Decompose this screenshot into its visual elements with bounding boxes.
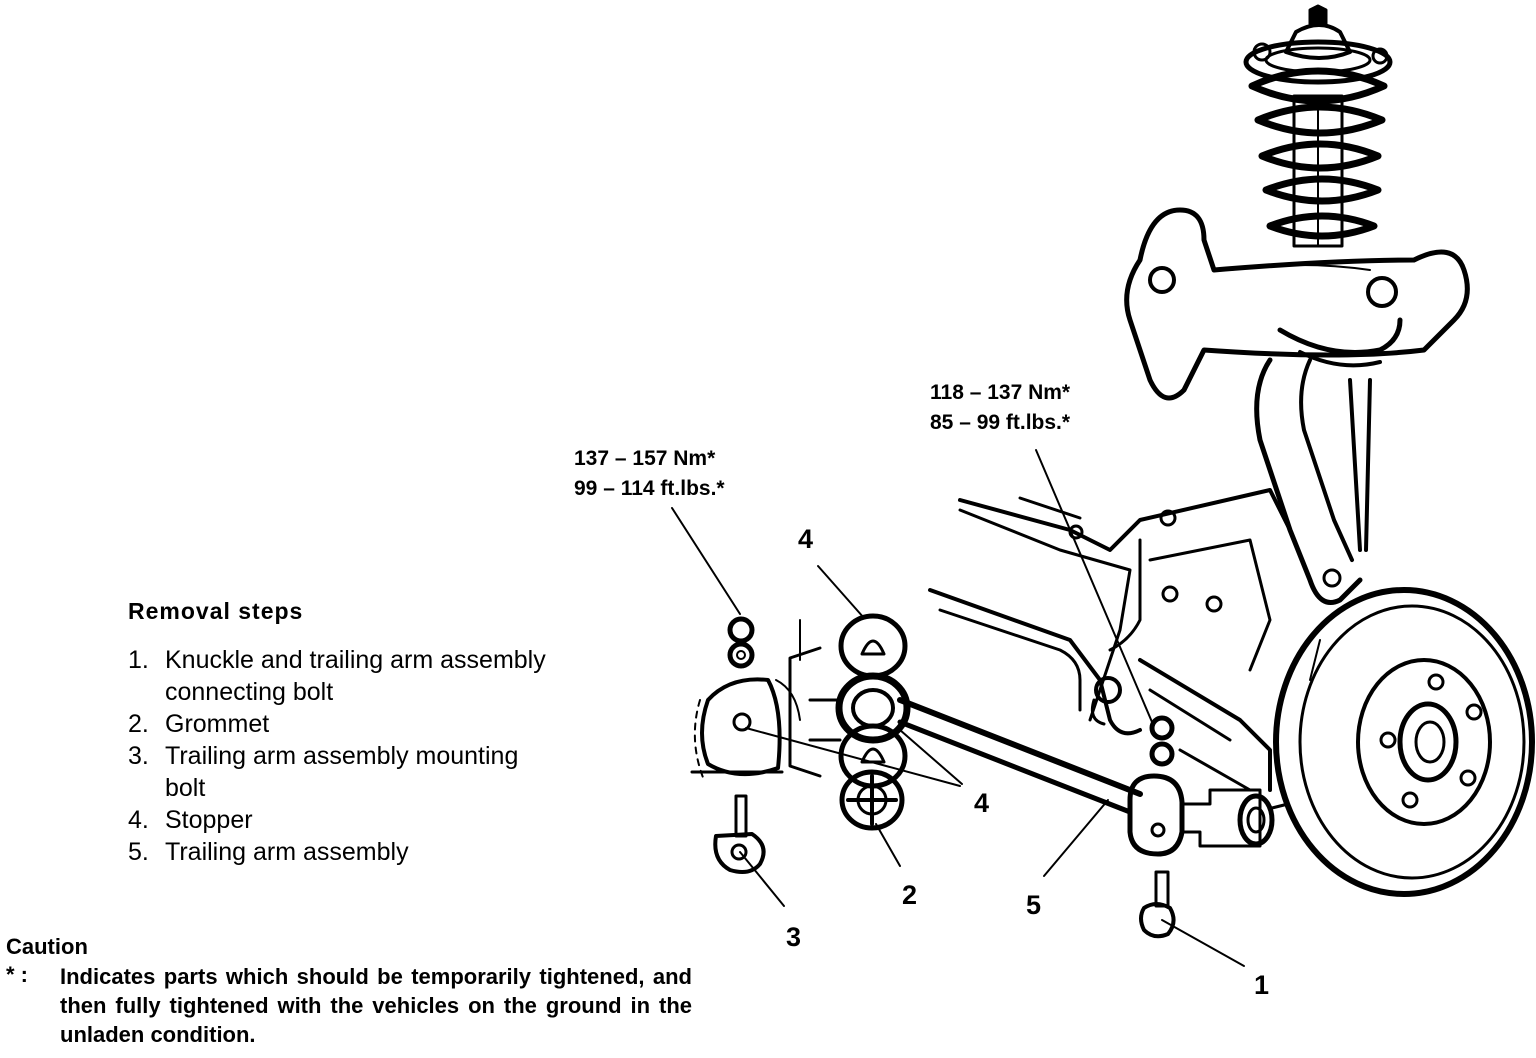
step-number: 5. (128, 838, 149, 866)
step-text: Knuckle and trailing arm assembly (165, 646, 546, 674)
stopper-stack (788, 613, 911, 831)
step-text-continued: connecting bolt (165, 678, 334, 706)
fasteners (713, 616, 1176, 939)
torque-ft: 85 – 99 ft.lbs.* (930, 411, 1071, 434)
upper-arm (1124, 207, 1470, 401)
step-text: Trailing arm assembly mounting (165, 742, 519, 770)
callout-4-lower: 4 (974, 788, 990, 818)
list-item: 2. Grommet (128, 708, 546, 740)
callout-2: 2 (902, 880, 918, 910)
caution-text: Indicates parts which should be temporar… (60, 964, 692, 1047)
strut-spring-assembly (1243, 4, 1393, 248)
step-number: 3. (128, 742, 149, 770)
callout-1: 1 (1254, 970, 1270, 1000)
removal-steps-list: 1. Knuckle and trailing arm assembly con… (128, 644, 546, 868)
caution-title: Caution (6, 934, 88, 959)
body-frame (928, 488, 1292, 736)
brake-drum (1273, 587, 1535, 897)
removal-steps-title: Removal steps (128, 598, 304, 624)
list-item: 4. Stopper (128, 804, 546, 836)
callout-4-upper: 4 (798, 524, 814, 554)
knuckle (1254, 357, 1372, 605)
step-text: Trailing arm assembly (165, 838, 409, 866)
step-text: Grommet (165, 710, 270, 738)
torque-ft: 99 – 114 ft.lbs.* (574, 477, 725, 500)
callout-5: 5 (1026, 890, 1042, 920)
leader-lines (671, 449, 1245, 967)
step-number: 2. (128, 710, 149, 738)
step-number: 1. (128, 646, 149, 674)
torque-nm: 137 – 157 Nm* (574, 447, 716, 470)
torque-label-connecting: 118 – 137 Nm* 85 – 99 ft.lbs.* (930, 378, 1070, 438)
trailing-arm (897, 658, 1290, 857)
list-item: 1. Knuckle and trailing arm assembly con… (128, 644, 546, 708)
mounting-bracket (690, 619, 801, 781)
list-item: 3. Trailing arm assembly mounting bolt (128, 740, 546, 804)
torque-label-mounting: 137 – 157 Nm* 99 – 114 ft.lbs.* (574, 444, 725, 504)
caution-asterisk: * : (6, 962, 28, 987)
step-number: 4. (128, 806, 149, 834)
step-text-continued: bolt (165, 774, 206, 802)
list-item: 5. Trailing arm assembly (128, 836, 546, 868)
callout-3: 3 (786, 922, 802, 952)
step-text: Stopper (165, 806, 253, 834)
torque-nm: 118 – 137 Nm* (930, 381, 1071, 404)
